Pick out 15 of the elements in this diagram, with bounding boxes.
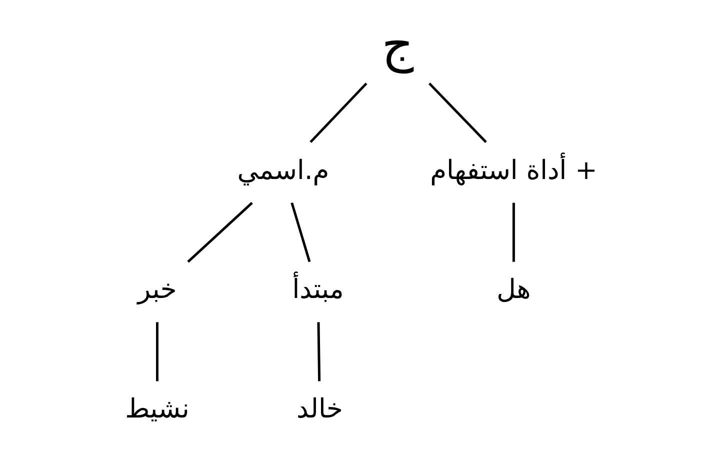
connector xyxy=(186,202,252,263)
node-text: م.اسمي xyxy=(236,154,329,186)
node-text: هل xyxy=(496,274,530,306)
node-text: ج xyxy=(381,15,414,74)
node-text: خبر xyxy=(137,274,176,306)
node-text: أداة استفهام + xyxy=(430,154,597,186)
connector xyxy=(309,82,367,143)
node-text: نشيط xyxy=(124,394,189,425)
node-text: مبتدأ xyxy=(292,274,344,306)
connector xyxy=(316,322,320,382)
connector xyxy=(428,82,486,143)
node-text: خالد xyxy=(296,394,342,425)
connector xyxy=(290,202,310,262)
connector xyxy=(512,202,514,262)
connector xyxy=(155,322,158,382)
